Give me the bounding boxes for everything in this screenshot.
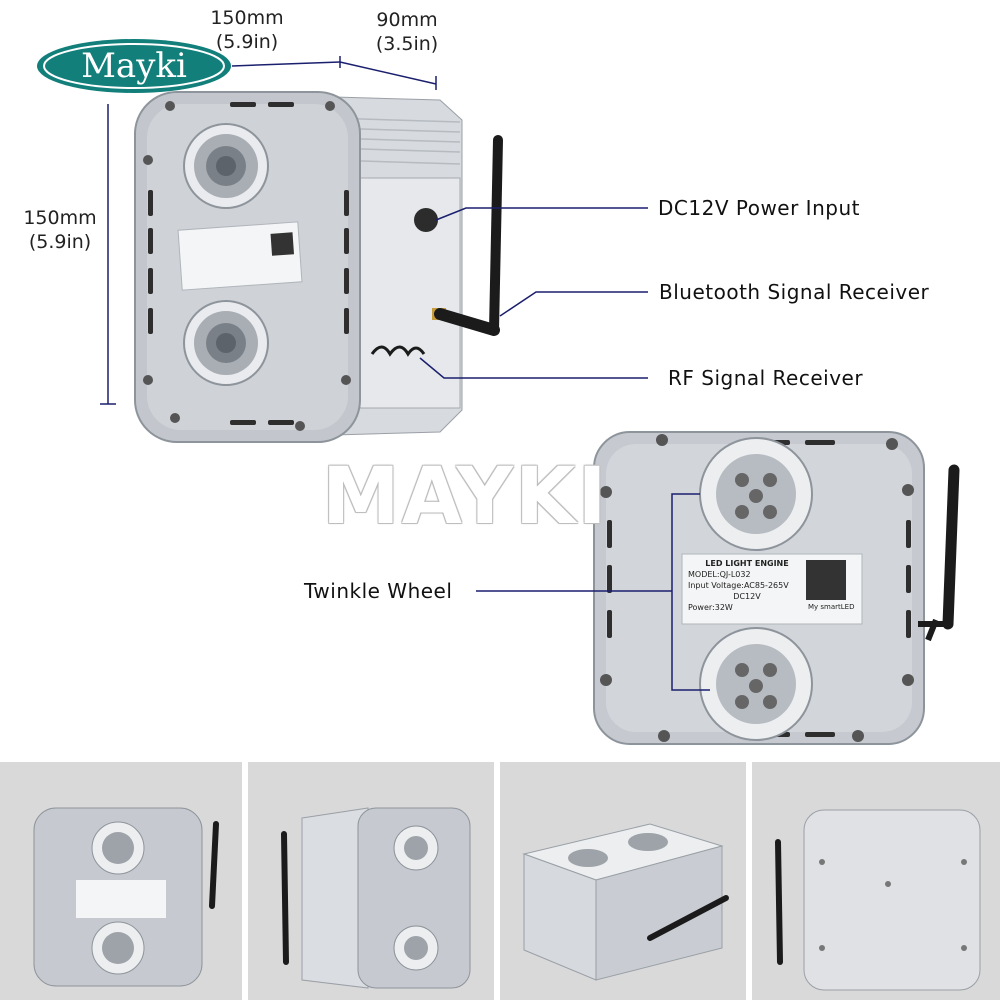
label-title: LED LIGHT ENGINE — [705, 559, 789, 568]
label-power: Power:32W — [688, 603, 733, 612]
height-mm-label: 150mm — [23, 207, 97, 229]
thumbnail-back[interactable] — [752, 762, 1000, 1000]
bluetooth-receiver-callout: Bluetooth Signal Receiver — [659, 280, 930, 304]
rf-receiver-callout: RF Signal Receiver — [668, 366, 864, 390]
label-dc: DC12V — [733, 592, 761, 601]
thumbnail-angle-image — [281, 807, 471, 989]
label-voltage: Input Voltage:AC85-265V — [688, 581, 789, 590]
mayki-logo: Mayki — [37, 39, 231, 93]
antenna-icon — [432, 135, 503, 336]
screw-icon — [143, 101, 351, 431]
qr-code-icon — [270, 232, 295, 256]
depth-dimension: 90mm (3.5in) — [362, 8, 452, 56]
width-in-label: (5.9in) — [215, 31, 279, 53]
main-product-photo — [100, 56, 960, 745]
depth-in-label: (3.5in) — [375, 33, 439, 55]
thumbnail-top[interactable] — [500, 762, 746, 1000]
width-mm-label: 150mm — [210, 7, 284, 29]
label-model: MODEL:QJ-L032 — [688, 570, 751, 579]
dimension-lines — [100, 56, 437, 405]
thumbnail-front-image — [33, 807, 219, 987]
mayki-watermark: MAYKI — [322, 452, 609, 542]
thumbnail-back-image — [775, 809, 981, 991]
width-dimension: 150mm (5.9in) — [202, 6, 292, 54]
height-dimension: 150mm (5.9in) — [12, 206, 108, 254]
logo-text: Mayki — [81, 46, 187, 86]
power-input-callout: DC12V Power Input — [658, 196, 860, 220]
depth-mm-label: 90mm — [376, 9, 438, 31]
label-app: My smartLED — [808, 603, 855, 611]
label-plate: LED LIGHT ENGINE MODEL:QJ-L032 Input Vol… — [688, 558, 806, 613]
height-in-label: (5.9in) — [28, 231, 92, 253]
twinkle-wheel-callout: Twinkle Wheel — [304, 579, 453, 603]
thumbnail-angle[interactable] — [248, 762, 494, 1000]
thumbnail-front[interactable] — [0, 762, 242, 1000]
thumbnail-top-image — [522, 823, 729, 981]
